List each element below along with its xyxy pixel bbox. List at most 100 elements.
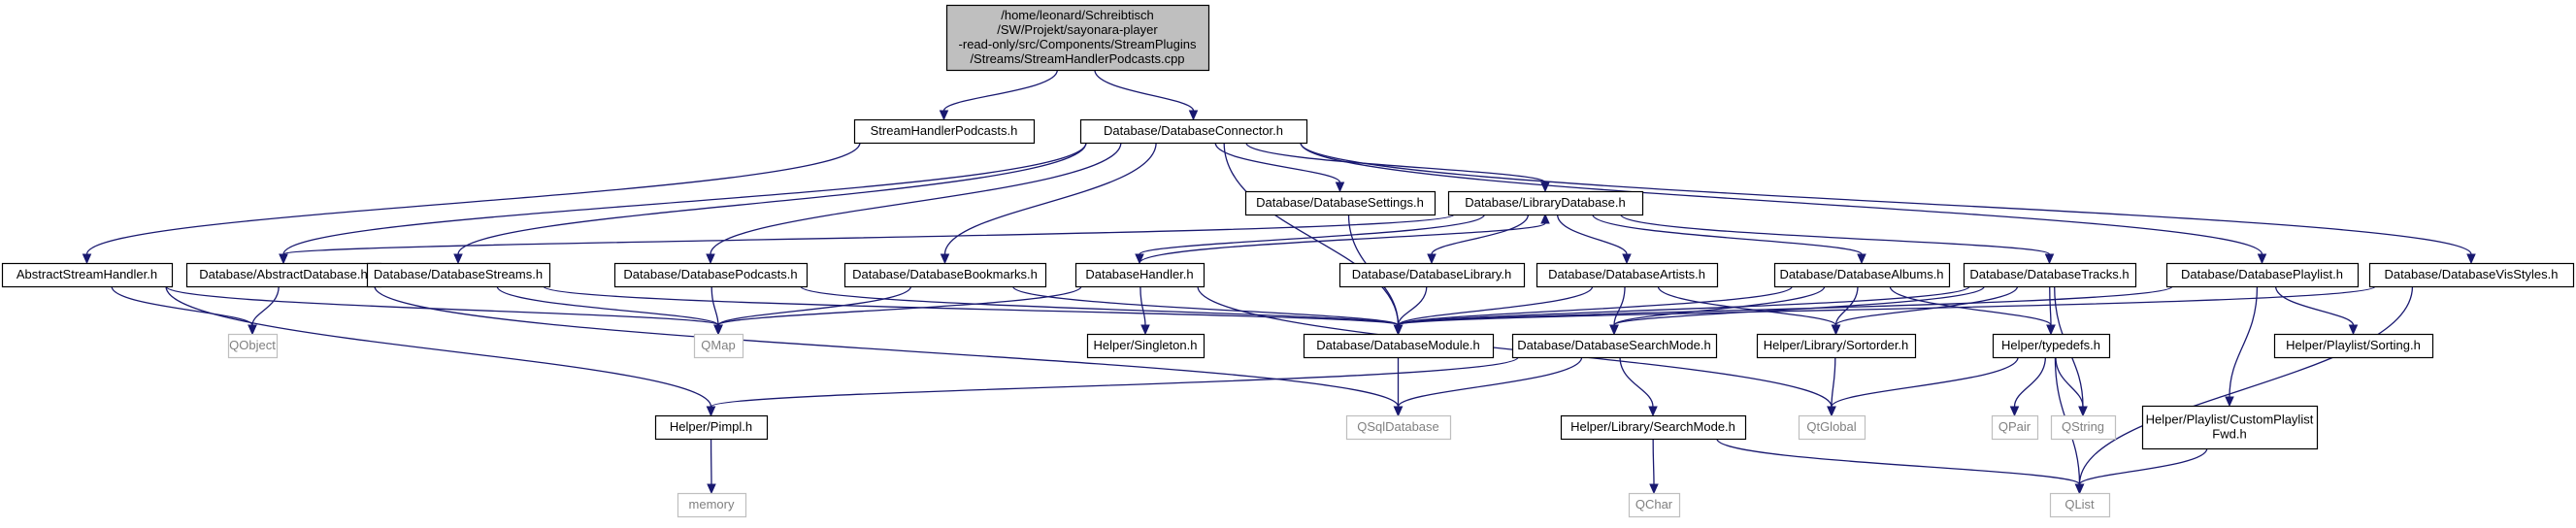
node-label: Database/DatabaseModule.h xyxy=(1316,338,1479,352)
node-box xyxy=(945,4,1210,72)
node-label: QPair xyxy=(1998,419,2031,434)
node-database-databaseconnector-h[interactable]: Database/DatabaseConnector.h xyxy=(1079,118,1308,145)
node-qsqldatabase[interactable]: QSqlDatabase xyxy=(1345,414,1452,441)
node-abstractstreamhandler-h[interactable]: AbstractStreamHandler.h xyxy=(1,262,174,288)
node-label: QString xyxy=(2062,419,2104,434)
node-box xyxy=(2273,333,2434,359)
node-helper-playlist-sorting-h[interactable]: Helper/Playlist/Sorting.h xyxy=(2273,333,2434,359)
node-box xyxy=(1,262,174,288)
node-database-databasemodule-h[interactable]: Database/DatabaseModule.h xyxy=(1303,333,1495,359)
node-label: Database/AbstractDatabase.h xyxy=(199,267,367,281)
node-label: QList xyxy=(2064,497,2095,512)
node-database-databasesettings-h[interactable]: Database/DatabaseSettings.h xyxy=(1244,190,1437,216)
node-box xyxy=(1536,262,1719,288)
node-box xyxy=(1303,333,1495,359)
node-box xyxy=(1992,333,2111,359)
edge-adb-to-qobject xyxy=(248,285,280,336)
node-helper-library-sortorder-h[interactable]: Helper/Library/Sortorder.h xyxy=(1756,333,1917,359)
node-label: Helper/Singleton.h xyxy=(1094,338,1198,352)
edge-dblib-to-dbalb xyxy=(1592,214,1866,265)
node-box xyxy=(1074,262,1205,288)
edge-dbh-to-qmap xyxy=(713,285,1082,336)
node-home-leonard-schreibtisch-sw-projekt-sayonara-player-read-only-src-components-streamplugins-streams-streamhandlerpodcasts-cpp: /home/leonard/Schreibtisch/SW/Projekt/sa… xyxy=(945,4,1210,72)
node-box xyxy=(1345,414,1452,441)
edge-dbsm-to-qsql xyxy=(1393,356,1583,417)
node-label: Database/DatabaseVisStyles.h xyxy=(2385,267,2559,281)
node-database-databaseplaylist-h[interactable]: Database/DatabasePlaylist.h xyxy=(2165,262,2360,288)
edge-dblib-to-dblibrary xyxy=(1427,214,1530,265)
node-database-databasepodcasts-h[interactable]: Database/DatabasePodcasts.h xyxy=(613,262,809,288)
edge-shp-to-ash xyxy=(82,142,861,265)
node-label: Helper/Library/Sortorder.h xyxy=(1764,338,1909,352)
node-qstring[interactable]: QString xyxy=(2050,414,2117,441)
node-label: Helper/typedefs.h xyxy=(2001,338,2100,352)
node-qlist[interactable]: QList xyxy=(2049,492,2111,518)
node-box xyxy=(1991,414,2039,441)
node-label: Helper/Playlist/CustomPlaylist xyxy=(2146,412,2314,427)
node-helper-pimpl-h[interactable]: Helper/Pimpl.h xyxy=(654,414,769,441)
node-label: QSqlDatabase xyxy=(1357,419,1439,434)
edge-searchmode-to-qchar xyxy=(1649,438,1659,495)
node-label: Database/LibraryDatabase.h xyxy=(1465,195,1626,210)
edge-dbpl-to-cplf xyxy=(2225,285,2259,408)
node-database-databasevisstyles-h[interactable]: Database/DatabaseVisStyles.h xyxy=(2368,262,2575,288)
node-qchar[interactable]: QChar xyxy=(1628,492,1681,518)
edge-typedefs-to-qtglobal xyxy=(1827,356,2019,417)
node-database-databasebookmarks-h[interactable]: Database/DatabaseBookmarks.h xyxy=(843,262,1047,288)
edge-dbc-to-dblib xyxy=(1245,142,1550,193)
edge-dbbm-to-dbmod xyxy=(1011,285,1404,336)
node-qpair[interactable]: QPair xyxy=(1991,414,2039,441)
node-databasehandler-h[interactable]: DatabaseHandler.h xyxy=(1074,262,1205,288)
edge-dblib-to-dbtr xyxy=(1620,214,2055,265)
edge-dbstreams-to-dbmod xyxy=(543,285,1404,336)
node-box xyxy=(613,262,809,288)
node-database-databasestreams-h[interactable]: Database/DatabaseStreams.h xyxy=(366,262,551,288)
node-label: Database/DatabasePodcasts.h xyxy=(623,267,797,281)
node-database-databaseartists-h[interactable]: Database/DatabaseArtists.h xyxy=(1536,262,1719,288)
node-helper-library-searchmode-h[interactable]: Helper/Library/SearchMode.h xyxy=(1560,414,1747,441)
node-database-databasealbums-h[interactable]: Database/DatabaseAlbums.h xyxy=(1773,262,1951,288)
edge-dbtr-to-sortorder xyxy=(1831,285,2019,336)
node-label: Database/DatabaseArtists.h xyxy=(1548,267,1705,281)
node-label: Helper/Pimpl.h xyxy=(670,419,752,434)
edge-adb-to-qsql xyxy=(374,285,1404,417)
edge-typedefs-to-qpair xyxy=(2009,356,2047,417)
node-database-librarydatabase-h[interactable]: Database/LibraryDatabase.h xyxy=(1447,190,1644,216)
node-box xyxy=(843,262,1047,288)
node-label: DatabaseHandler.h xyxy=(1085,267,1193,281)
node-label: /Streams/StreamHandlerPodcasts.cpp xyxy=(970,51,1184,66)
node-qobject[interactable]: QObject xyxy=(227,333,279,359)
node-database-databasesearchmode-h[interactable]: Database/DatabaseSearchMode.h xyxy=(1511,333,1718,359)
node-helper-singleton-h[interactable]: Helper/Singleton.h xyxy=(1086,333,1205,359)
nodes-layer: /home/leonard/Schreibtisch/SW/Projekt/sa… xyxy=(1,4,2575,518)
edge-dblib-to-dbh xyxy=(1135,214,1485,265)
node-label: /home/leonard/Schreibtisch xyxy=(1001,8,1154,22)
edge-dbstreams-to-qmap xyxy=(496,285,723,336)
node-qtglobal[interactable]: QtGlobal xyxy=(1798,414,1866,441)
node-box xyxy=(1244,190,1437,216)
node-box xyxy=(1086,333,1205,359)
node-qmap[interactable]: QMap xyxy=(693,333,744,359)
node-database-abstractdatabase-h[interactable]: Database/AbstractDatabase.h xyxy=(185,262,382,288)
edge-dbc-to-dbpod xyxy=(706,142,1122,265)
node-label: QChar xyxy=(1635,497,1673,512)
node-box xyxy=(1511,333,1718,359)
edge-dbvis-to-dbmod xyxy=(1393,285,2376,336)
edge-dbc-to-adb xyxy=(279,142,1087,265)
node-database-databasetracks-h[interactable]: Database/DatabaseTracks.h xyxy=(1963,262,2137,288)
edge-dbart-to-dbmod xyxy=(1393,285,1594,336)
node-box xyxy=(1756,333,1917,359)
edge-dbsm-to-pimpl xyxy=(706,356,1519,417)
node-box xyxy=(1963,262,2137,288)
edge-searchmode-to-qlist xyxy=(1716,438,2085,495)
node-memory[interactable]: memory xyxy=(677,492,747,518)
node-box xyxy=(227,333,279,359)
node-helper-typedefs-h[interactable]: Helper/typedefs.h xyxy=(1992,333,2111,359)
edge-dbc-to-dbbm xyxy=(940,142,1157,265)
node-box xyxy=(1560,414,1747,441)
node-database-databaselibrary-h[interactable]: Database/DatabaseLibrary.h xyxy=(1338,262,1526,288)
node-streamhandlerpodcasts-h[interactable]: StreamHandlerPodcasts.h xyxy=(853,118,1036,145)
node-box xyxy=(2141,405,2319,450)
